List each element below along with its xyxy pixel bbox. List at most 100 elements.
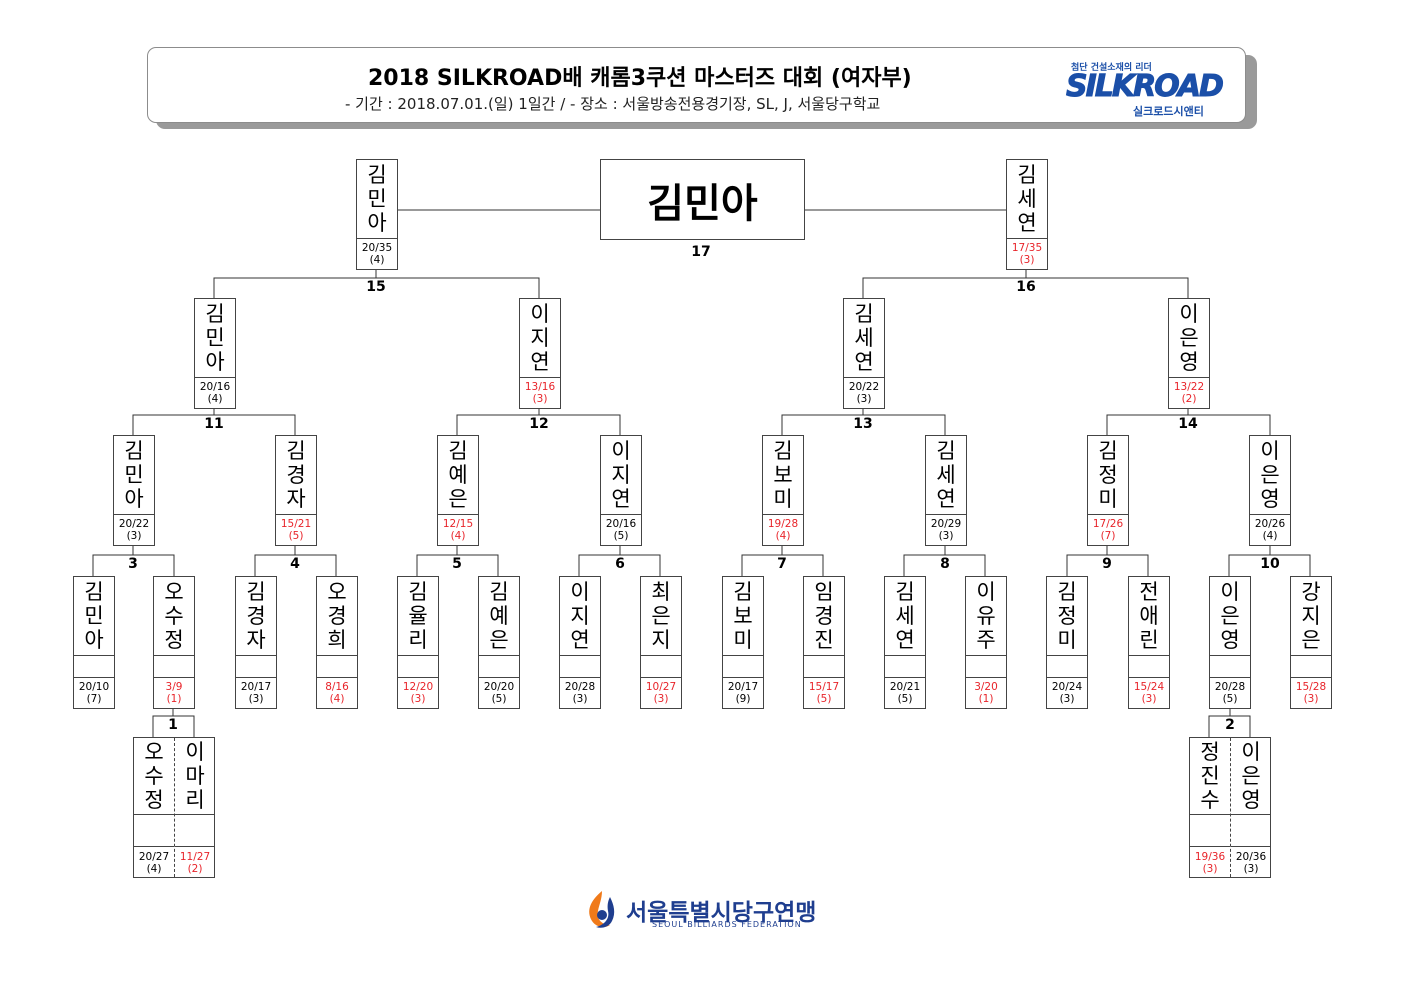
innings: (5) (816, 693, 832, 705)
score-cell: 17/35(3) (1007, 238, 1047, 269)
bracket-line-m8 (903, 545, 986, 576)
match-number: 4 (290, 556, 300, 572)
innings: (3) (126, 530, 142, 542)
score-cell: 13/22(2) (1169, 377, 1209, 408)
innings: (3) (248, 693, 264, 705)
score: 20/10 (78, 681, 110, 693)
score-cell: 20/17(3) (236, 677, 276, 708)
score: 20/26 (1254, 518, 1286, 530)
score-cell: 20/10(7) (74, 677, 114, 708)
score-cell: 20/22(3) (844, 377, 884, 408)
match-number: 8 (940, 556, 950, 572)
innings: (2) (187, 862, 203, 875)
innings: (3) (410, 693, 426, 705)
score: 20/24 (1051, 681, 1083, 693)
innings: (4) (146, 862, 162, 875)
score: 3/9 (165, 681, 183, 693)
innings: (3) (1059, 693, 1075, 705)
match-number: 2 (1225, 717, 1235, 733)
innings: (4) (775, 530, 791, 542)
score: 13/16 (524, 381, 556, 393)
score: 20/22 (848, 381, 880, 393)
score: 17/35 (1011, 242, 1043, 254)
innings: (2) (1181, 393, 1197, 405)
innings: (1) (166, 693, 182, 705)
score-cell: 20/17(9) (723, 677, 763, 708)
score-cell: 3/20(1) (966, 677, 1006, 708)
score: 17/26 (1092, 518, 1124, 530)
header-panel: 2018 SILKROAD배 캐롬3쿠션 마스터즈 대회 (여자부) - 기간 … (147, 47, 1246, 123)
score: 10/27 (645, 681, 677, 693)
match-number: 5 (452, 556, 462, 572)
bracket-line-m7 (741, 545, 824, 576)
bracket-line-m6 (578, 545, 661, 576)
match-number: 11 (204, 416, 224, 432)
score: 20/21 (889, 681, 921, 693)
match-number: 13 (853, 416, 873, 432)
score: 12/20 (402, 681, 434, 693)
innings: (4) (207, 393, 223, 405)
score: 15/28 (1295, 681, 1327, 693)
score: 15/17 (808, 681, 840, 693)
bracket-line-m5 (416, 545, 499, 576)
innings: (3) (1202, 862, 1218, 875)
score-cell: 20/28(3) (560, 677, 600, 708)
match-number: 12 (529, 416, 549, 432)
match-number: 10 (1260, 556, 1280, 572)
innings: (9) (735, 693, 751, 705)
innings: (3) (856, 393, 872, 405)
score: 20/29 (930, 518, 962, 530)
score-cell: 20/29(3) (926, 514, 966, 545)
innings: (7) (1100, 530, 1116, 542)
federation-name: 서울특별시당구연맹 (626, 900, 817, 926)
champion-box: 김민아 (600, 159, 805, 240)
match-number: 14 (1178, 416, 1198, 432)
score: 20/36 (1235, 850, 1267, 863)
score-cell: 20/35(4) (357, 238, 397, 269)
score: 20/28 (1214, 681, 1246, 693)
score-cell: 12/15(4) (438, 514, 478, 545)
innings: (3) (1141, 693, 1157, 705)
federation-name-en: SEOUL BILLIARDS FEDERATION (652, 920, 802, 929)
match-number: 17 (691, 244, 711, 260)
federation-emblem-icon (589, 891, 615, 928)
score-cell: 20/22(3) (114, 514, 154, 545)
score-cell: 19/36 (3) (1190, 846, 1230, 878)
innings: (4) (1262, 530, 1278, 542)
score-cell: 20/16(5) (601, 514, 641, 545)
innings: (4) (369, 254, 385, 266)
bracket-line-m10 (1228, 545, 1311, 576)
